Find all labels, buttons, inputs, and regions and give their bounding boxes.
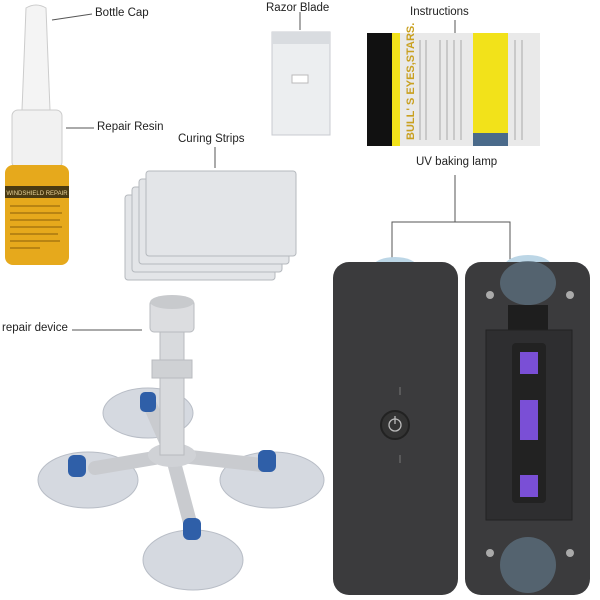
repair-device: [37, 295, 325, 591]
uv-lamp-front: [333, 257, 458, 595]
label-instructions: Instructions: [410, 6, 469, 18]
leader-lines: [51, 12, 511, 331]
instructions-sheet: BULL' S EYES,STARS.: [367, 23, 540, 146]
label-repair-device: repair device: [2, 322, 68, 334]
uv-lamp-back: [465, 255, 590, 595]
svg-text:WINDSHIELD REPAIR: WINDSHIELD REPAIR: [6, 191, 68, 197]
label-repair-resin: Repair Resin: [97, 121, 164, 133]
label-curing-strips: Curing Strips: [178, 133, 245, 145]
curing-strips: [124, 170, 297, 281]
resin-bottle: WINDSHIELD REPAIR: [5, 4, 69, 265]
label-uv-baking-lamp: UV baking lamp: [416, 156, 498, 168]
label-razor-blade: Razor Blade: [266, 2, 330, 14]
svg-text:BULL' S EYES,STARS.: BULL' S EYES,STARS.: [405, 23, 417, 140]
razor-blade: [271, 31, 331, 136]
label-bottle-cap: Bottle Cap: [95, 7, 149, 19]
